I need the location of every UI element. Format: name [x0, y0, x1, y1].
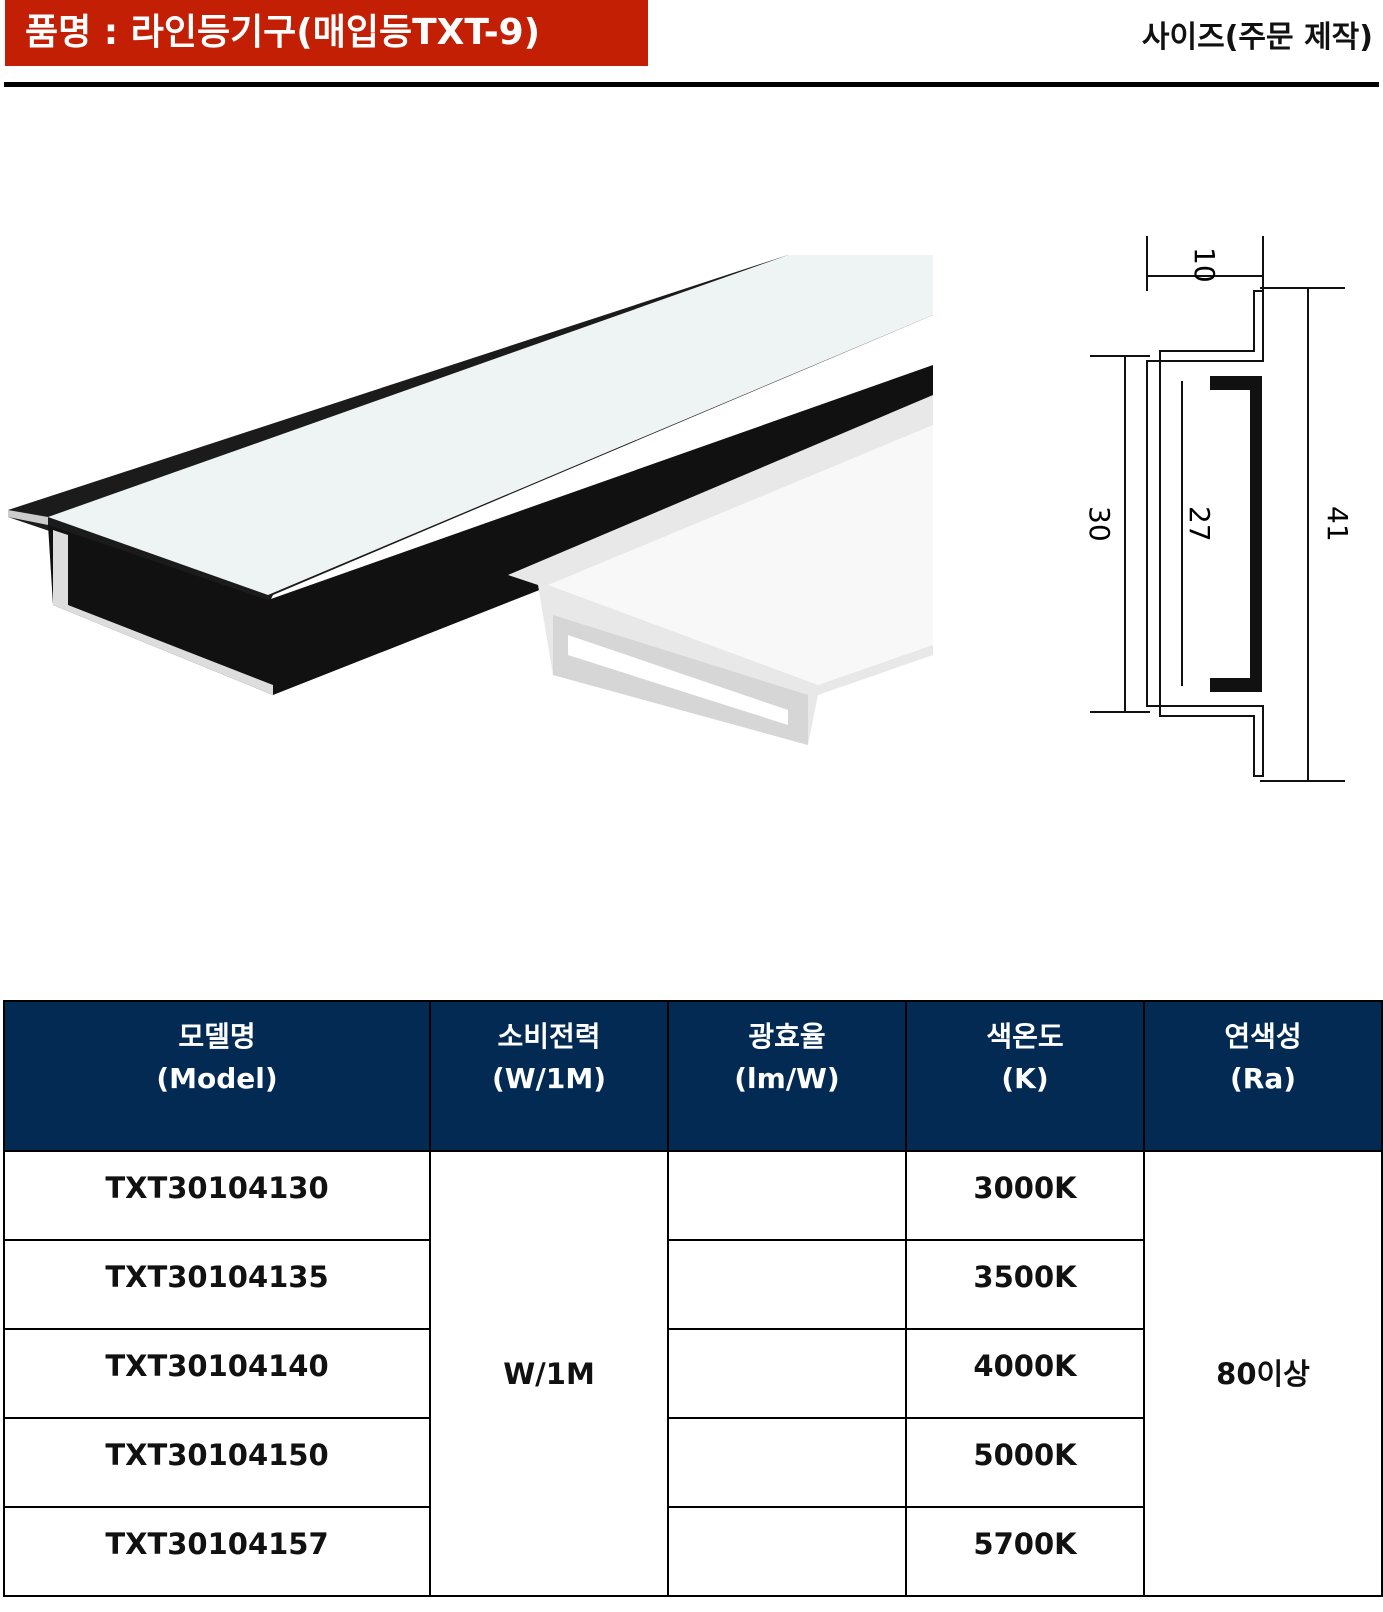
header-en: (K): [1001, 1062, 1049, 1095]
header-en: (lm/W): [734, 1062, 840, 1095]
cct-cell: 4000K: [905, 1328, 1145, 1419]
header-cct: 색온도 (K): [905, 1000, 1145, 1152]
cross-section-drawing: 10 30 27 41: [1083, 236, 1354, 782]
size-note: 사이즈(주문 제작): [1141, 20, 1373, 55]
header-cri: 연색성 (Ra): [1143, 1000, 1383, 1152]
efficacy-cell: [667, 1417, 907, 1508]
model-cell: TXT30104135: [3, 1239, 431, 1330]
dim-top: 10: [1188, 247, 1221, 283]
cct-cell: 3500K: [905, 1239, 1145, 1330]
model-cell: TXT30104157: [3, 1506, 431, 1597]
product-title: 품명 : 라인등기구(매입등TXT-9): [5, 0, 648, 66]
model-cell: TXT30104130: [3, 1150, 431, 1241]
model-cell: TXT30104140: [3, 1328, 431, 1419]
table-row: TXT30104135 3500K: [3, 1239, 1382, 1330]
efficacy-cell: [667, 1239, 907, 1330]
efficacy-cell: [667, 1150, 907, 1241]
table-row: TXT30104130 W/1M 3000K 80이상: [3, 1150, 1383, 1597]
header-ko: 색온도: [986, 1020, 1064, 1053]
cri-cell: 80이상: [1143, 1150, 1383, 1597]
dim-inner: 27: [1183, 506, 1216, 542]
dim-total: 41: [1321, 506, 1354, 542]
header-ko: 모델명: [178, 1020, 256, 1053]
header-en: (Ra): [1229, 1062, 1297, 1095]
spec-table: 모델명 (Model) 소비전력 (W/1M) 광효율 (lm/W) 색온도 (K) 연…: [3, 1000, 1383, 1597]
table-row: TXT30104157 5700K: [3, 1506, 1382, 1597]
header-en: (Model): [156, 1062, 278, 1095]
header-model: 모델명 (Model): [3, 1000, 431, 1152]
table-row: TXT30104140 4000K: [3, 1328, 1382, 1419]
header-ko: 광효율: [748, 1020, 826, 1053]
cct-cell: 5000K: [905, 1417, 1145, 1508]
product-photo: [8, 255, 933, 745]
header-ko: 연색성: [1224, 1020, 1302, 1053]
power-cell: W/1M: [429, 1150, 669, 1597]
header-en: (W/1M): [491, 1062, 607, 1095]
model-cell: TXT30104150: [3, 1417, 431, 1508]
cct-cell: 3000K: [905, 1150, 1145, 1241]
efficacy-cell: [667, 1506, 907, 1597]
cct-cell: 5700K: [905, 1506, 1145, 1597]
header-ko: 소비전력: [497, 1020, 601, 1053]
efficacy-cell: [667, 1328, 907, 1419]
divider: [4, 82, 1379, 87]
header-efficacy: 광효율 (lm/W): [667, 1000, 907, 1152]
header-power: 소비전력 (W/1M): [429, 1000, 669, 1152]
dim-outer: 30: [1083, 506, 1116, 542]
table-row: TXT30104150 5000K: [3, 1417, 1382, 1508]
table-header-row: 모델명 (Model) 소비전력 (W/1M) 광효율 (lm/W) 색온도 (K) 연…: [3, 1000, 1383, 1152]
